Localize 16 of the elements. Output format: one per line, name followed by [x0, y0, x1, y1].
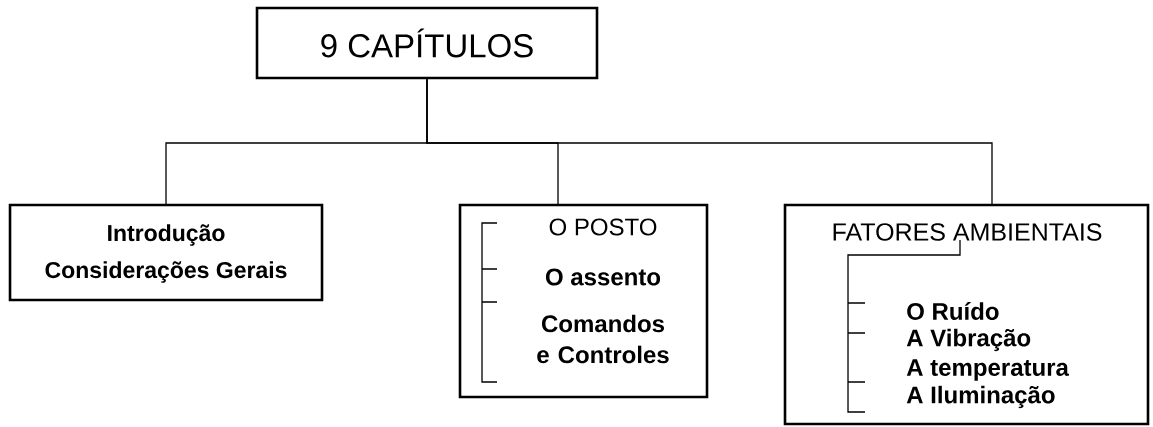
- list-item: O Ruído: [907, 302, 999, 320]
- chapter-box: [783, 203, 1150, 426]
- list-item: A Iluminação: [906, 385, 1055, 409]
- box-heading: FATORES AMBIENTAIS: [833, 223, 1102, 241]
- title-text: 9 CAPÍTULOS: [321, 28, 533, 58]
- box-text: Considerações Gerais: [45, 261, 287, 283]
- box-heading: Introdução: [108, 224, 225, 246]
- list-item: A temperatura: [906, 359, 1070, 381]
- chapter-box: [8, 203, 324, 302]
- chapter-box: [255, 6, 599, 80]
- list-item: O assento: [546, 268, 661, 286]
- chapter-box: [458, 203, 709, 399]
- connector-line: [426, 78, 993, 206]
- box-heading: O POSTO: [549, 218, 657, 236]
- list-item: A Vibração: [906, 328, 1031, 352]
- list-item: Comandos e Controles: [537, 314, 669, 364]
